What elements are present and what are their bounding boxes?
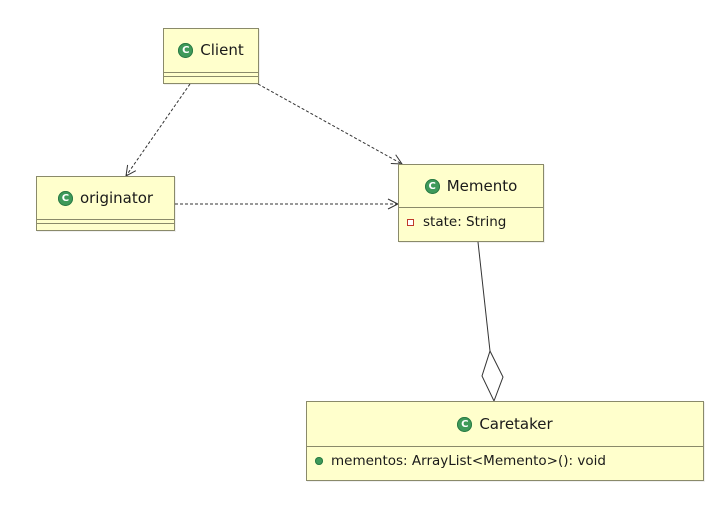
attribute-mementos[interactable]: mementos: ArrayList<Memento>(): void: [307, 450, 703, 472]
class-caretaker[interactable]: C Caretaker mementos: ArrayList<Memento>…: [306, 401, 704, 481]
class-memento[interactable]: C Memento state: String: [398, 164, 544, 242]
class-header: C Client: [164, 29, 258, 73]
attributes-compartment: [37, 220, 174, 224]
class-name: originator: [79, 188, 154, 207]
class-icon: C: [424, 178, 440, 194]
private-visibility-icon: [407, 218, 414, 226]
class-name: Caretaker: [479, 414, 553, 433]
attribute-text: state: String: [423, 214, 507, 230]
attribute-text: mementos: ArrayList<Memento>(): void: [331, 453, 606, 469]
class-client[interactable]: C Client: [163, 28, 259, 84]
class-name: Client: [200, 41, 244, 59]
edge-client-originator: [126, 83, 191, 176]
edge-caretaker-memento: [477, 241, 491, 352]
class-icon: C: [178, 43, 194, 58]
class-icon: C: [57, 190, 73, 206]
attributes-compartment: state: String: [399, 208, 543, 236]
class-header: C originator: [37, 177, 174, 220]
attribute-state[interactable]: state: String: [399, 211, 543, 233]
attributes-compartment: [164, 73, 258, 77]
class-icon: C: [457, 416, 473, 432]
class-header: C Caretaker: [307, 402, 703, 447]
class-name: Memento: [446, 176, 518, 195]
public-visibility-icon: [315, 457, 323, 465]
class-originator[interactable]: C originator: [36, 176, 175, 231]
class-header: C Memento: [399, 165, 543, 208]
aggregation-diamond: [481, 349, 504, 403]
edge-client-memento: [257, 83, 402, 164]
attributes-compartment: mementos: ArrayList<Memento>(): void: [307, 447, 703, 475]
